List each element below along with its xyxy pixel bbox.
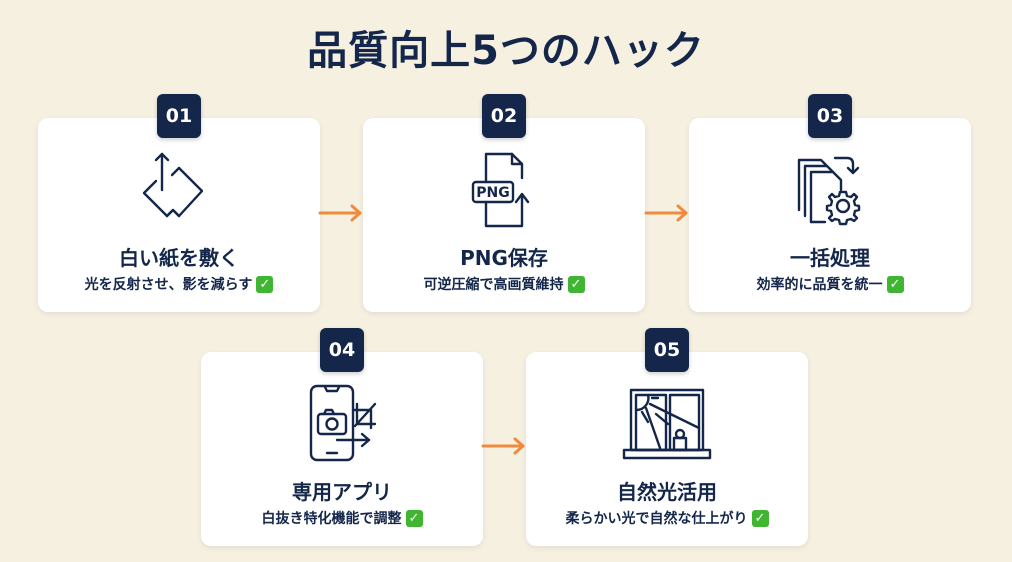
flow-arrow-4-5 [481, 436, 527, 456]
step-number-badge: 04 [320, 328, 364, 372]
step-description: 柔らかい光で自然な仕上がり ✓ [526, 508, 808, 528]
step-card-1: 01 白い紙を敷く 光を反射させ、影を減らす ✓ [38, 94, 320, 312]
step-title: PNG保存 [460, 246, 548, 270]
step-card-4: 04 専用アプリ 白抜き特化機能で調整 ✓ [201, 328, 483, 546]
batch-gear-icon [785, 150, 875, 230]
png-file-icon: PNG [459, 150, 549, 230]
check-icon: ✓ [405, 509, 423, 527]
check-icon: ✓ [751, 509, 769, 527]
window-sunlight-icon [622, 384, 712, 464]
phone-camera-icon [297, 384, 387, 464]
step-card-3: 03 一括処理 効率的に品質を統一 ✓ [689, 94, 971, 312]
step-title: 自然光活用 [617, 480, 717, 504]
step-title: 白い紙を敷く [119, 246, 239, 270]
step-number-badge: 01 [157, 94, 201, 138]
step-description: 効率的に品質を統一 ✓ [689, 274, 971, 294]
check-icon: ✓ [567, 275, 585, 293]
svg-text:PNG: PNG [476, 185, 509, 201]
flow-arrow-2-3 [644, 203, 690, 223]
step-title: 一括処理 [790, 246, 870, 270]
step-description: 白抜き特化機能で調整 ✓ [201, 508, 483, 528]
step-card-2: 02 PNG PNG保存 可逆圧縮で高画質維持 ✓ [363, 94, 645, 312]
check-icon: ✓ [256, 275, 274, 293]
step-number-badge: 03 [808, 94, 852, 138]
step-number-badge: 05 [645, 328, 689, 372]
step-card-5: 05 自然光活用 柔らかい光で自然な仕上がり ✓ [526, 328, 808, 546]
page-title: 品質向上5つのハック [307, 28, 705, 74]
flow-arrow-1-2 [318, 203, 364, 223]
step-description: 光を反射させ、影を減らす ✓ [38, 274, 320, 294]
check-icon: ✓ [886, 275, 904, 293]
step-description: 可逆圧縮で高画質維持 ✓ [363, 274, 645, 294]
step-title: 専用アプリ [292, 480, 392, 504]
step-number-badge: 02 [482, 94, 526, 138]
paper-icon [134, 150, 224, 230]
